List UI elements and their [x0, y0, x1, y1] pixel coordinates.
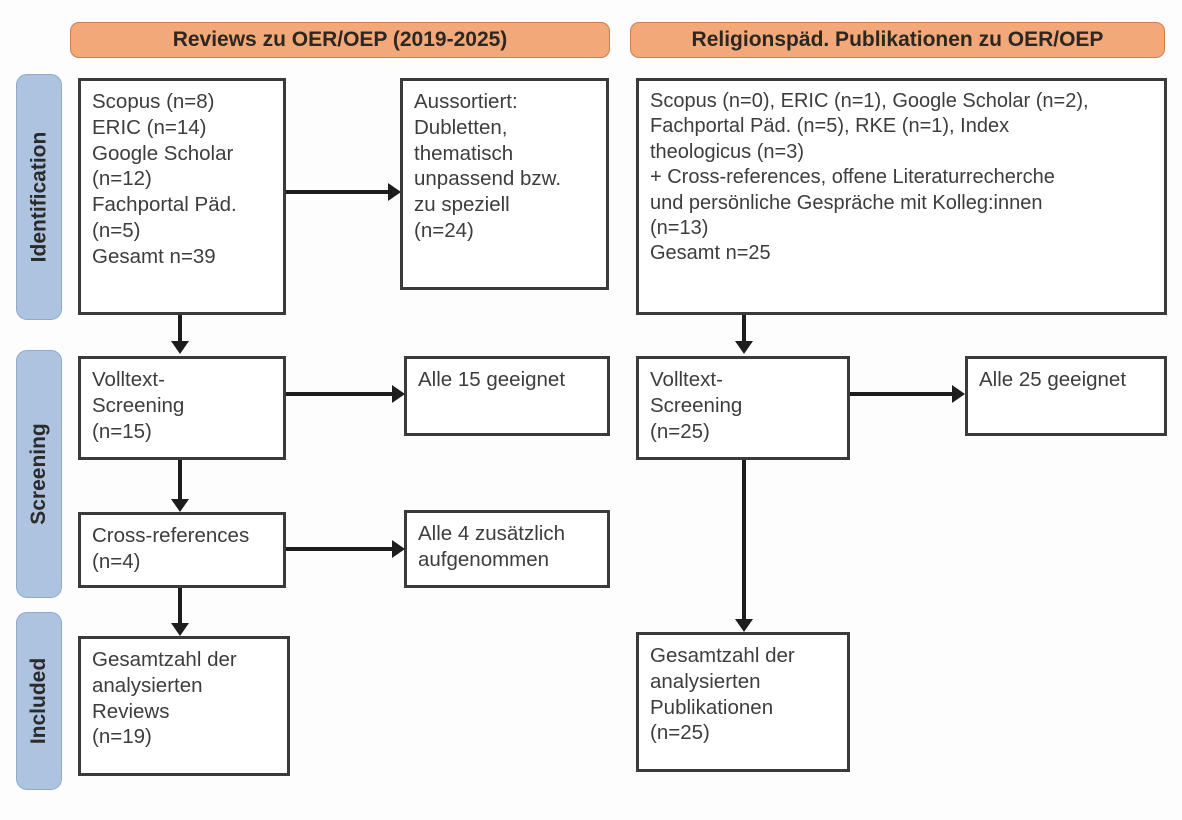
arrowhead-left-sources-to-excluded — [388, 183, 401, 201]
node-right-fulltext-result: Alle 25 geeignet — [965, 356, 1167, 436]
arrowhead-left-sources-to-fulltext — [171, 341, 189, 354]
connector-left-crossref-to-result — [286, 547, 394, 551]
arrowhead-right-fulltext-to-included — [735, 619, 753, 632]
node-left-excluded: Aussortiert: Dubletten, thematisch unpas… — [400, 78, 609, 290]
connector-left-fulltext-to-crossref — [178, 460, 182, 502]
connector-right-sources-to-fulltext — [742, 315, 746, 343]
node-left-crossreferences: Cross-references (n=4) — [78, 512, 286, 588]
arrowhead-left-fulltext-to-crossref — [171, 499, 189, 512]
column-header-reviews: Reviews zu OER/OEP (2019-2025) — [70, 22, 610, 58]
node-left-fulltext-screening: Volltext- Screening (n=15) — [78, 356, 286, 460]
stage-label-screening: Screening — [16, 350, 62, 598]
arrowhead-right-sources-to-fulltext — [735, 341, 753, 354]
stage-label-identification-text: Identification — [27, 131, 51, 263]
arrowhead-left-fulltext-to-result — [392, 385, 405, 403]
arrowhead-right-fulltext-to-result — [952, 385, 965, 403]
node-left-fulltext-result: Alle 15 geeignet — [404, 356, 610, 436]
column-header-religionspaed: Religionspäd. Publikationen zu OER/OEP — [630, 22, 1165, 58]
node-left-crossref-result: Alle 4 zusätzlich aufgenommen — [404, 510, 610, 588]
arrowhead-left-crossref-to-included — [171, 623, 189, 636]
column-header-religionspaed-text: Religionspäd. Publikationen zu OER/OEP — [691, 28, 1104, 51]
node-right-fulltext-screening: Volltext- Screening (n=25) — [636, 356, 850, 460]
stage-label-included-text: Included — [27, 657, 50, 745]
connector-left-fulltext-to-result — [286, 392, 394, 396]
connector-left-crossref-to-included — [178, 588, 182, 626]
stage-label-screening-text: Screening — [27, 423, 51, 525]
node-left-sources: Scopus (n=8) ERIC (n=14) Google Scholar … — [78, 78, 286, 315]
node-right-sources: Scopus (n=0), ERIC (n=1), Google Scholar… — [636, 78, 1167, 315]
connector-left-sources-to-excluded — [286, 190, 390, 194]
node-right-included-total: Gesamtzahl der analysierten Publikatione… — [636, 632, 850, 772]
stage-label-identification: Identification — [16, 74, 62, 320]
column-header-reviews-text: Reviews zu OER/OEP (2019-2025) — [172, 28, 508, 51]
stage-label-included: Included — [16, 612, 62, 790]
node-left-included-total: Gesamtzahl der analysierten Reviews (n=1… — [78, 636, 290, 776]
connector-left-sources-to-fulltext — [178, 315, 182, 343]
connector-right-fulltext-to-included — [742, 460, 746, 622]
arrowhead-left-crossref-to-result — [392, 540, 405, 558]
connector-right-fulltext-to-result — [850, 392, 955, 396]
